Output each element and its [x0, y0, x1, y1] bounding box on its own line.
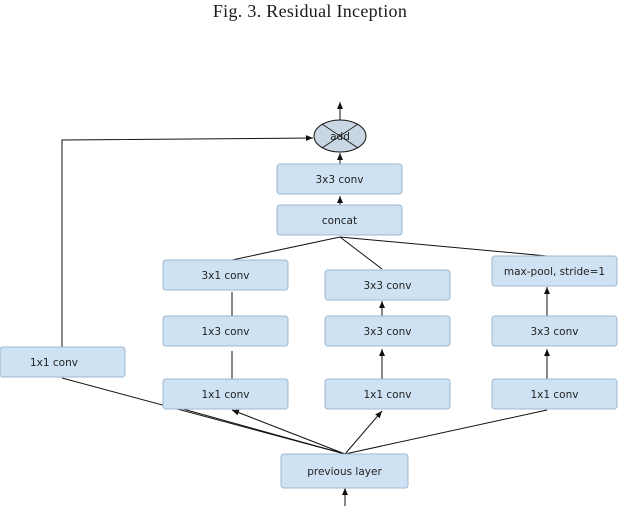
- box-b3-maxpool: max-pool, stride=1: [491, 255, 618, 287]
- node-add: add: [313, 119, 367, 153]
- svg-text:1x1 conv: 1x1 conv: [30, 357, 78, 369]
- box-previous-layer: previous layer: [280, 453, 409, 489]
- edge-previous-to-b3-1x1: [344, 409, 548, 455]
- svg-text:1x1 conv: 1x1 conv: [364, 389, 412, 401]
- edge-b1-to-concat: [231, 236, 341, 261]
- edge-shortcut-to-add: [61, 135, 314, 347]
- box-conv3x3-top: 3x3 conv: [276, 163, 403, 195]
- svg-text:concat: concat: [322, 215, 357, 227]
- edge-previous-to-b1-1x1: [231, 409, 346, 455]
- box-concat: concat: [276, 204, 403, 236]
- edge-b2-to-concat: [339, 236, 383, 270]
- edge-b3-to-concat: [339, 236, 548, 257]
- box-b3-conv1x1: 1x1 conv: [491, 378, 618, 410]
- svg-text:1x1 conv: 1x1 conv: [531, 389, 579, 401]
- box-shortcut-conv1x1: 1x1 conv: [0, 346, 126, 378]
- box-b1-conv3x1: 3x1 conv: [162, 259, 289, 291]
- svg-text:add: add: [330, 131, 350, 143]
- svg-text:1x3 conv: 1x3 conv: [202, 326, 250, 338]
- svg-text:3x3 conv: 3x3 conv: [364, 326, 412, 338]
- edge-previous-to-b1-1x1-left: [164, 403, 346, 455]
- svg-text:3x1 conv: 3x1 conv: [202, 270, 250, 282]
- svg-text:1x1 conv: 1x1 conv: [202, 389, 250, 401]
- box-b1-conv1x1: 1x1 conv: [162, 378, 289, 410]
- figure-caption: Fig. 3. Residual Inception: [212, 1, 408, 21]
- box-b2-conv3x3-a: 3x3 conv: [324, 269, 451, 301]
- svg-text:3x3 conv: 3x3 conv: [364, 280, 412, 292]
- box-b1-conv1x3: 1x3 conv: [162, 315, 289, 347]
- box-b2-conv1x1: 1x1 conv: [324, 378, 451, 410]
- edge-previous-to-b2-1x1: [344, 410, 383, 455]
- svg-text:max-pool, stride=1: max-pool, stride=1: [504, 266, 605, 278]
- box-b3-conv3x3: 3x3 conv: [491, 315, 618, 347]
- svg-text:previous layer: previous layer: [307, 466, 382, 478]
- box-b2-conv3x3-b: 3x3 conv: [324, 315, 451, 347]
- svg-text:3x3 conv: 3x3 conv: [316, 174, 364, 186]
- svg-text:3x3 conv: 3x3 conv: [531, 326, 579, 338]
